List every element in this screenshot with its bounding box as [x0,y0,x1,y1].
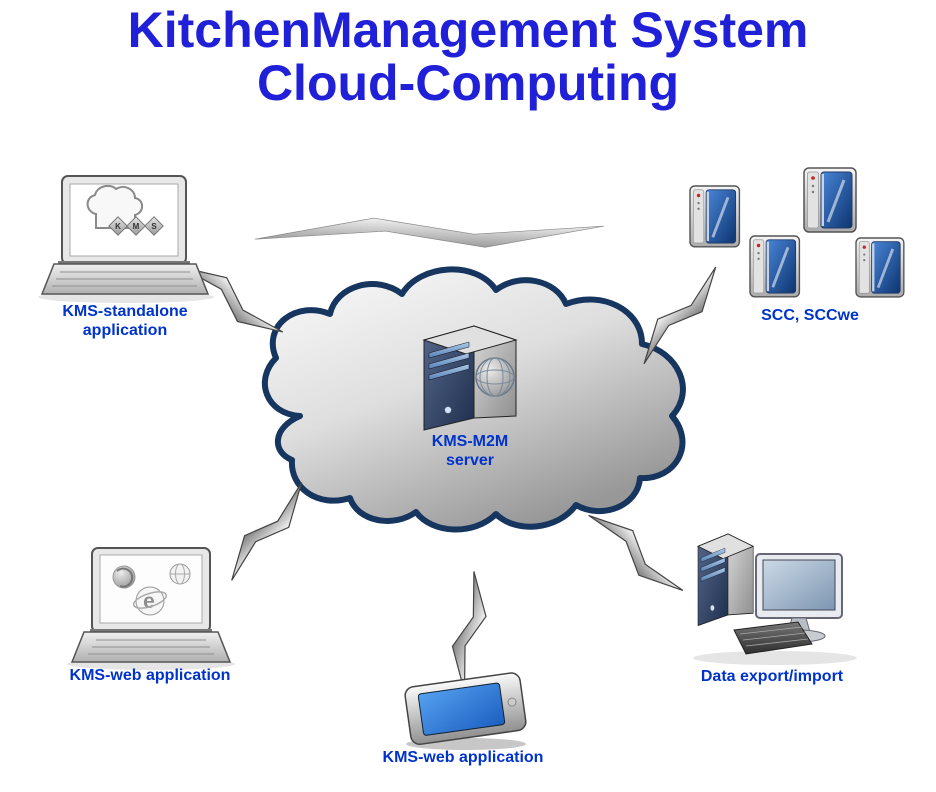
combi-oven-group [688,166,906,299]
label-scc: SCC, SCCwe [761,307,859,324]
label-server-line1: KMS-M2M [431,433,509,450]
tablet-button [507,697,517,707]
laptop-keyboard-keys [88,639,214,655]
desktop-pc-icon [693,533,857,665]
combi-oven-icon [854,236,906,299]
laptop-browser-icon: e [67,547,235,670]
globe-icon [475,357,515,397]
laptop-hinge [58,261,190,265]
label-standalone-app: KMS-standalone application [62,302,187,340]
monitor-screen [762,559,836,611]
browser-logos: e [112,563,191,616]
combi-oven-icon [748,234,801,299]
lightning-bolt-export-icon [588,499,684,607]
kms-letter-s: S [151,222,157,231]
keyboard-icon [733,621,813,655]
combi-oven-icon [802,166,858,234]
label-m2m-server: KMS-M2M server [432,432,508,470]
label-standalone-line1: KMS-standalone [62,303,188,320]
kms-letter-k: K [115,222,121,231]
combi-oven-icon [688,184,741,249]
tablet-icon [404,672,527,750]
label-server-line2: server [445,452,495,469]
kms-diamond-m [126,216,146,236]
title-line-1: KitchenManagement System [127,2,809,58]
title-line-2: Cloud-Computing [256,55,680,111]
browser-e-letter: e [143,590,155,613]
laptop-hinge [90,629,212,633]
diagram-title: KitchenManagement System Cloud-Computing [0,4,936,110]
keyboard-keys [739,626,809,647]
desktop-tower-icon [697,533,754,626]
laptop-kms-icon: K M S [38,175,214,303]
server-tower-icon [423,325,517,431]
lightning-bolt-web-laptop-icon [214,481,319,582]
kms-letter-m: M [133,222,140,231]
label-data-export: Data export/import [700,668,844,685]
label-standalone-line2: application [82,322,168,339]
desktop-shadow [693,651,857,665]
lightning-bolt-tablet-icon [440,570,498,693]
zigzag-connector-graphic [253,212,606,253]
chef-hat-icon [86,184,144,229]
kms-diamond-s [144,216,164,236]
kms-diamond-k [108,216,128,236]
label-web-app-laptop: KMS-web application [69,667,231,684]
laptop-keyboard-keys [52,271,197,287]
label-web-app-tablet: KMS-web application [382,749,544,766]
kms-logo: K M S [86,184,164,236]
tablet-screen [417,682,506,736]
